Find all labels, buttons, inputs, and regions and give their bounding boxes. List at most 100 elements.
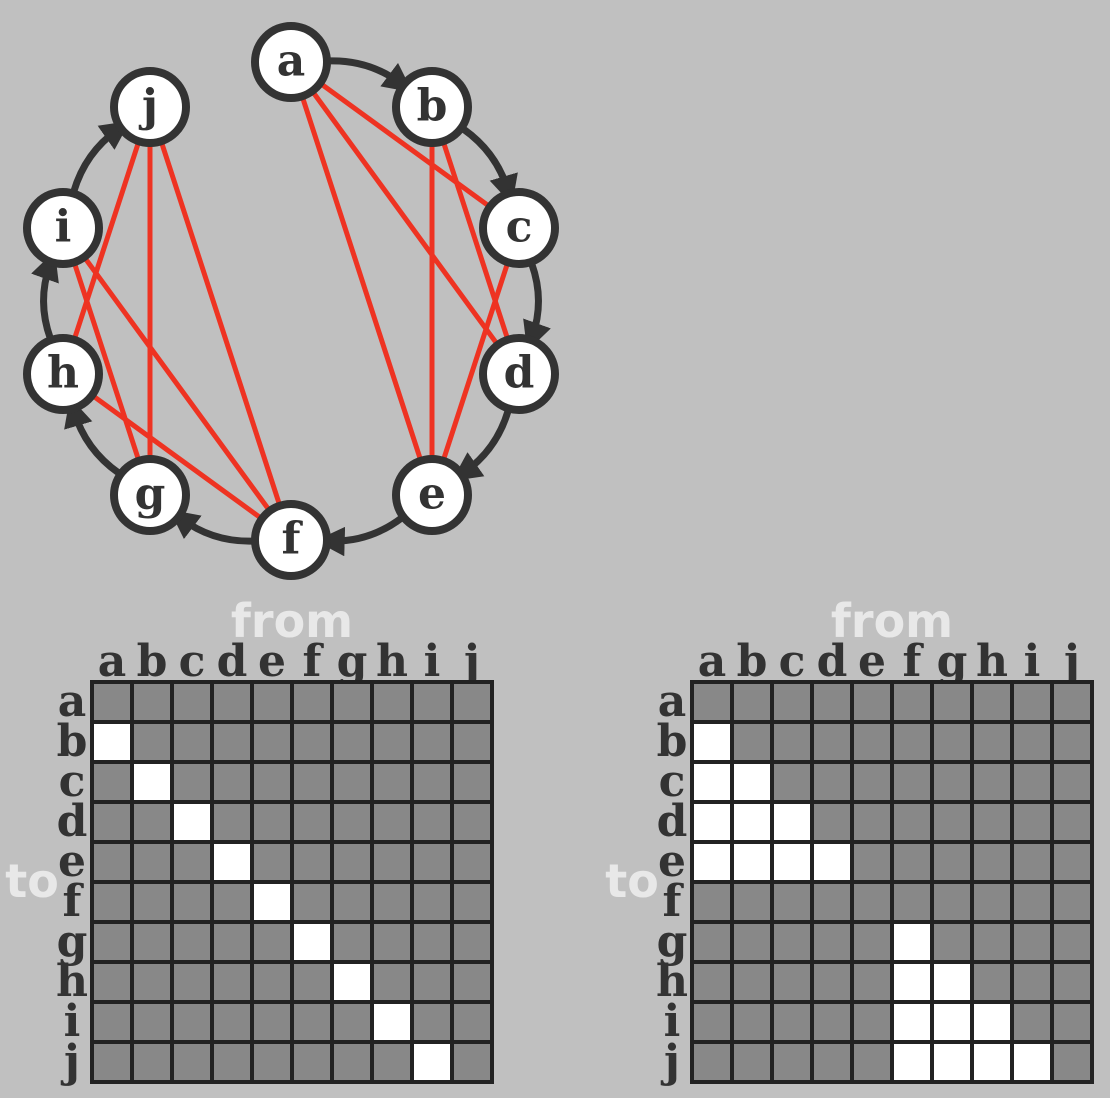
matrix-cell-g-g-empty xyxy=(330,920,374,964)
matrix-cell-b-i-empty xyxy=(1010,720,1054,764)
matrix-cell-i-g-filled xyxy=(930,1000,974,1044)
col-label-j: j xyxy=(1060,636,1080,687)
col-label-c: c xyxy=(779,636,806,687)
matrix-cell-f-f-empty xyxy=(890,880,934,924)
chord-edge-g-i xyxy=(60,227,153,496)
matrix-cell-c-i-empty xyxy=(410,760,454,804)
matrix-cell-j-i-filled xyxy=(1010,1040,1054,1084)
matrix-cell-g-a-empty xyxy=(90,920,134,964)
matrix-cell-a-c-empty xyxy=(770,680,814,724)
matrix-cell-a-g-empty xyxy=(330,680,374,724)
matrix-cell-h-g-filled xyxy=(930,960,974,1004)
col-label-g: g xyxy=(337,636,368,687)
cycle-edge-c-d xyxy=(523,262,551,352)
matrix-cell-d-j-empty xyxy=(450,800,494,844)
matrix-cell-c-j-empty xyxy=(1050,760,1094,804)
col-axis-title: from xyxy=(231,594,353,648)
col-label-g: g xyxy=(937,636,968,687)
matrix-cell-d-i-empty xyxy=(1010,800,1054,844)
node-circle-d xyxy=(479,334,559,414)
node-circle-b xyxy=(392,67,472,147)
matrix-cell-e-i-empty xyxy=(410,840,454,884)
matrix-cell-d-d-empty xyxy=(210,800,254,844)
matrix-cell-g-c-empty xyxy=(770,920,814,964)
matrix-cell-i-e-empty xyxy=(250,1000,294,1044)
row-label-f: f xyxy=(663,876,685,927)
matrix-cell-i-e-empty xyxy=(850,1000,894,1044)
matrix-cell-a-j-empty xyxy=(1050,680,1094,724)
matrix-cell-e-c-filled xyxy=(770,840,814,884)
chord-edges xyxy=(60,59,522,543)
matrix-cell-c-a-filled xyxy=(690,760,734,804)
matrix-cell-c-e-empty xyxy=(850,760,894,804)
matrix-cell-j-e-empty xyxy=(850,1040,894,1084)
matrix-cell-j-c-empty xyxy=(770,1040,814,1084)
matrix-cell-c-h-empty xyxy=(970,760,1014,804)
matrix-cell-b-g-empty xyxy=(330,720,374,764)
node-circle-a xyxy=(251,22,331,102)
matrix-cell-a-h-empty xyxy=(970,680,1014,724)
matrix-cell-c-a-empty xyxy=(90,760,134,804)
matrix-cell-b-j-empty xyxy=(1050,720,1094,764)
cycle-edge-f-g xyxy=(169,509,254,545)
matrix-cell-j-h-empty xyxy=(370,1040,414,1084)
matrix-cell-d-c-filled xyxy=(770,800,814,844)
matrix-cell-d-i-empty xyxy=(410,800,454,844)
matrix-cell-i-j-empty xyxy=(450,1000,494,1044)
matrix-cell-b-d-empty xyxy=(810,720,854,764)
matrix-cell-i-d-empty xyxy=(210,1000,254,1044)
node-circle-c xyxy=(479,188,559,268)
matrix-cell-a-f-empty xyxy=(890,680,934,724)
matrix-cell-e-f-empty xyxy=(890,840,934,884)
matrix-cell-e-b-empty xyxy=(130,840,174,884)
row-label-e: e xyxy=(658,836,686,887)
matrix-cell-g-c-empty xyxy=(170,920,214,964)
matrix-cell-j-a-empty xyxy=(90,1040,134,1084)
matrix-cell-c-f-empty xyxy=(290,760,334,804)
node-label-j: j xyxy=(138,81,158,132)
matrix-cell-g-a-empty xyxy=(690,920,734,964)
matrix-cell-e-i-empty xyxy=(1010,840,1054,884)
matrix-cell-b-j-empty xyxy=(450,720,494,764)
matrix-cell-c-e-empty xyxy=(250,760,294,804)
matrix-cell-b-g-empty xyxy=(930,720,974,764)
matrix-cell-j-j-empty xyxy=(450,1040,494,1084)
matrix-cell-h-c-empty xyxy=(770,960,814,1004)
matrix-cell-b-h-empty xyxy=(370,720,414,764)
col-label-e: e xyxy=(858,636,886,687)
matrix-cell-f-g-empty xyxy=(930,880,974,924)
node-label-a: a xyxy=(277,36,306,87)
matrix-cell-a-a-empty xyxy=(90,680,134,724)
matrix-cell-i-h-filled xyxy=(970,1000,1014,1044)
matrix-cell-g-b-empty xyxy=(730,920,774,964)
matrix-cell-f-d-empty xyxy=(810,880,854,924)
row-label-f: f xyxy=(63,876,85,927)
matrix-cell-f-a-empty xyxy=(690,880,734,924)
matrix-cell-a-h-empty xyxy=(370,680,414,724)
matrix-cell-i-i-empty xyxy=(410,1000,454,1044)
node-circle-j xyxy=(110,67,190,147)
node-e: e xyxy=(392,455,472,535)
col-label-e: e xyxy=(258,636,286,687)
node-b: b xyxy=(392,67,472,147)
matrix-cell-f-b-empty xyxy=(130,880,174,924)
node-label-b: b xyxy=(417,81,448,132)
matrix-cell-b-c-empty xyxy=(770,720,814,764)
row-label-g: g xyxy=(57,916,88,967)
matrix-cell-e-d-filled xyxy=(810,840,854,884)
matrix-cells xyxy=(690,680,1094,1084)
matrix-cell-i-f-empty xyxy=(290,1000,334,1044)
matrix-cell-e-b-filled xyxy=(730,840,774,884)
cycle-edge-h-i xyxy=(31,250,59,340)
row-axis-title: to xyxy=(605,854,659,908)
matrix-cell-e-h-empty xyxy=(970,840,1014,884)
matrix-cell-a-b-empty xyxy=(130,680,174,724)
row-label-c: c xyxy=(659,756,686,807)
node-g: g xyxy=(110,455,190,535)
matrix-cell-j-j-empty xyxy=(1050,1040,1094,1084)
cycle-edges xyxy=(31,57,551,557)
matrix-cell-g-h-empty xyxy=(970,920,1014,964)
matrix-cell-f-g-empty xyxy=(330,880,374,924)
matrix-cell-f-b-empty xyxy=(730,880,774,924)
